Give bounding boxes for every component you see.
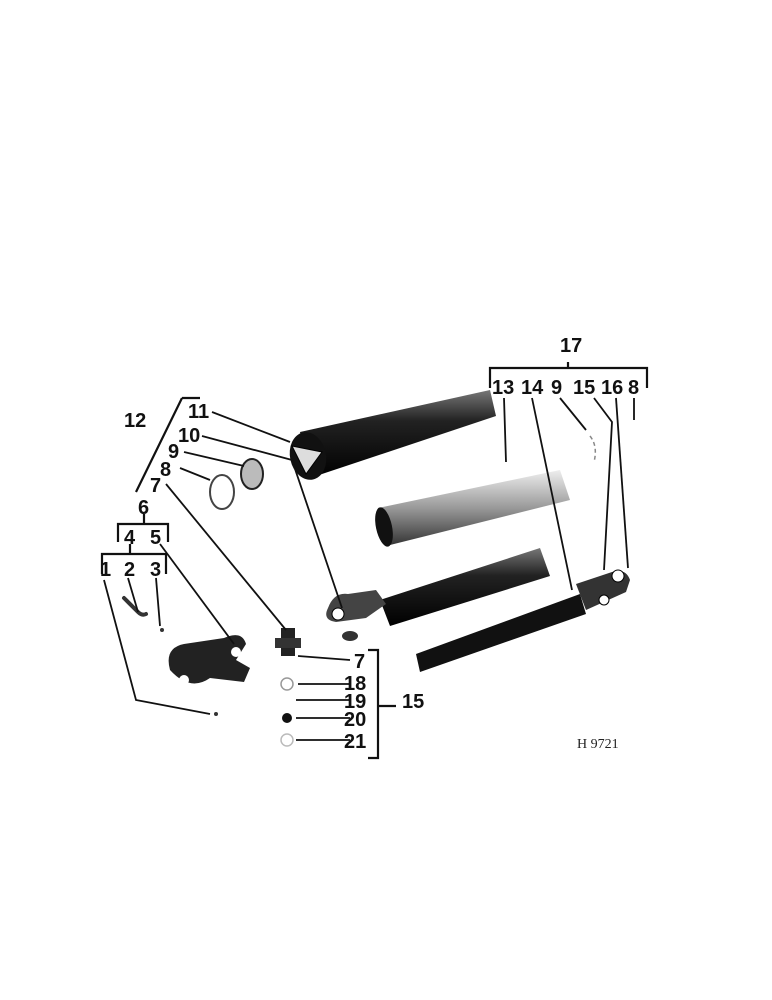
bracket-4 xyxy=(100,544,168,574)
callout-2: 2 xyxy=(124,559,135,581)
callout-3: 3 xyxy=(150,559,161,581)
leader-15-right xyxy=(593,397,613,571)
bracket-17 xyxy=(488,362,649,388)
callout-5: 5 xyxy=(150,527,161,549)
callout-14: 14 xyxy=(521,377,544,399)
callout-9-right: 9 xyxy=(551,377,562,399)
leader-10 xyxy=(201,435,343,609)
callout-10: 10 xyxy=(178,425,200,447)
callout-7-upper: 7 xyxy=(150,475,161,497)
figure-id: H 9721 xyxy=(577,737,619,752)
leader-16 xyxy=(615,397,629,569)
callout-16: 16 xyxy=(601,377,623,399)
callout-7-lower: 7 xyxy=(354,651,365,673)
part-10-shaft-with-yoke xyxy=(326,548,550,641)
leader-7-lower xyxy=(297,655,351,661)
leader-7 xyxy=(165,483,287,631)
part-3-small-part xyxy=(160,628,164,632)
callout-12: 12 xyxy=(124,410,146,432)
callout-6: 6 xyxy=(138,497,149,519)
callout-8-right: 8 xyxy=(628,377,639,399)
leader-3 xyxy=(155,577,161,627)
callout-21: 21 xyxy=(344,731,366,753)
leader-2 xyxy=(127,577,139,613)
callout-8-left: 8 xyxy=(160,459,171,481)
leader-9 xyxy=(183,451,245,467)
leader-11 xyxy=(211,411,291,443)
leader-5 xyxy=(159,543,235,645)
part-1-small-part xyxy=(214,712,218,716)
part-20-nut xyxy=(282,713,292,723)
part-11-outer-tube xyxy=(289,390,496,480)
leader-9-right xyxy=(559,397,587,431)
bracket-6 xyxy=(116,514,170,542)
callout-13: 13 xyxy=(492,377,514,399)
bracket-12 xyxy=(135,396,200,493)
part-9-seal xyxy=(240,458,264,490)
callout-15-right: 15 xyxy=(573,377,595,399)
callout-9-left: 9 xyxy=(168,441,179,463)
callout-17: 17 xyxy=(560,335,582,357)
callout-20: 20 xyxy=(344,709,366,731)
part-9-seal-faint xyxy=(589,435,597,463)
callout-15-lower: 15 xyxy=(402,691,424,713)
part-2-pin xyxy=(122,596,148,617)
part-7-cross-bearing xyxy=(275,628,301,656)
callout-19: 19 xyxy=(344,691,366,713)
callout-18: 18 xyxy=(344,673,366,695)
leader-14 xyxy=(531,397,573,591)
leader-1 xyxy=(103,579,211,715)
bracket-15-lower xyxy=(368,648,396,760)
part-5-yoke xyxy=(168,635,250,685)
part-21-washer xyxy=(280,733,294,747)
callout-4: 4 xyxy=(124,527,136,549)
part-13-inner-tube xyxy=(375,470,570,547)
part-8-ring xyxy=(209,474,235,510)
part-18-ring xyxy=(280,677,294,691)
leader-8 xyxy=(179,467,211,481)
callout-11: 11 xyxy=(188,401,209,423)
part-14-long-shaft xyxy=(416,569,630,672)
callout-1: 1 xyxy=(100,559,111,581)
leader-13 xyxy=(503,397,507,463)
